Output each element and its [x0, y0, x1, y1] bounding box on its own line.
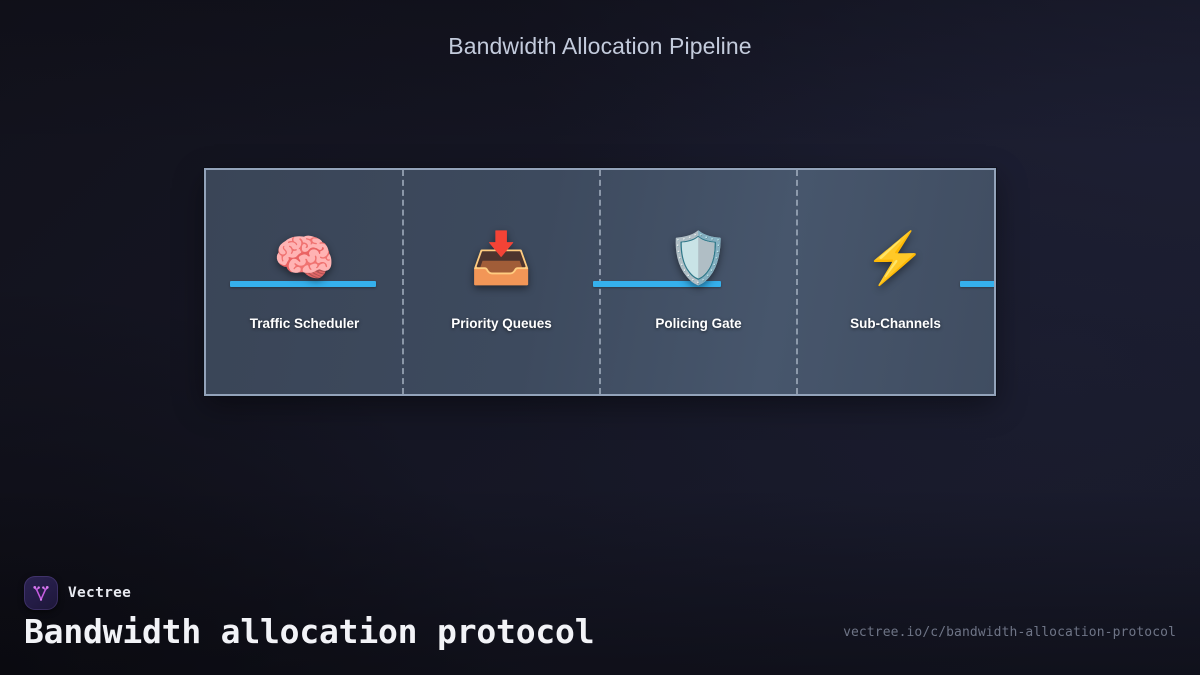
pipeline-stage-traffic-scheduler[interactable]: 🧠 Traffic Scheduler	[206, 170, 403, 394]
shield-icon: 🛡️	[667, 230, 730, 286]
page-title: Bandwidth Allocation Pipeline	[448, 33, 752, 59]
brand-name: Vectree	[68, 585, 132, 601]
pipeline-stage-row: 🧠 Traffic Scheduler 📥 Priority Queues 🛡️…	[206, 170, 994, 394]
pipeline-connector-3	[960, 281, 994, 287]
inbox-tray-icon: 📥	[470, 230, 533, 286]
pipeline-stage-priority-queues[interactable]: 📥 Priority Queues	[402, 170, 721, 394]
pipeline-diagram-panel: 🧠 Traffic Scheduler 📥 Priority Queues 🛡️…	[204, 168, 996, 396]
headline: Bandwidth allocation protocol	[24, 612, 595, 651]
brain-icon: 🧠	[273, 230, 336, 286]
stage-label-priority-queues: Priority Queues	[451, 316, 552, 331]
pipeline-connector-2	[593, 281, 721, 287]
stage-label-traffic-scheduler: Traffic Scheduler	[249, 316, 360, 331]
brand-row: Vectree	[24, 576, 131, 610]
stage-label-policing-gate: Policing Gate	[655, 316, 742, 331]
stage-label-sub-channels: Sub-Channels	[850, 316, 941, 331]
pipeline-connector-1	[230, 281, 376, 287]
pipeline-stage-sub-channels[interactable]: ⚡ Sub-Channels	[796, 170, 994, 394]
share-url: vectree.io/c/bandwidth-allocation-protoc…	[843, 625, 1176, 640]
vectree-tree-logo-icon	[24, 576, 58, 610]
lightning-bolt-icon: ⚡	[864, 230, 927, 286]
